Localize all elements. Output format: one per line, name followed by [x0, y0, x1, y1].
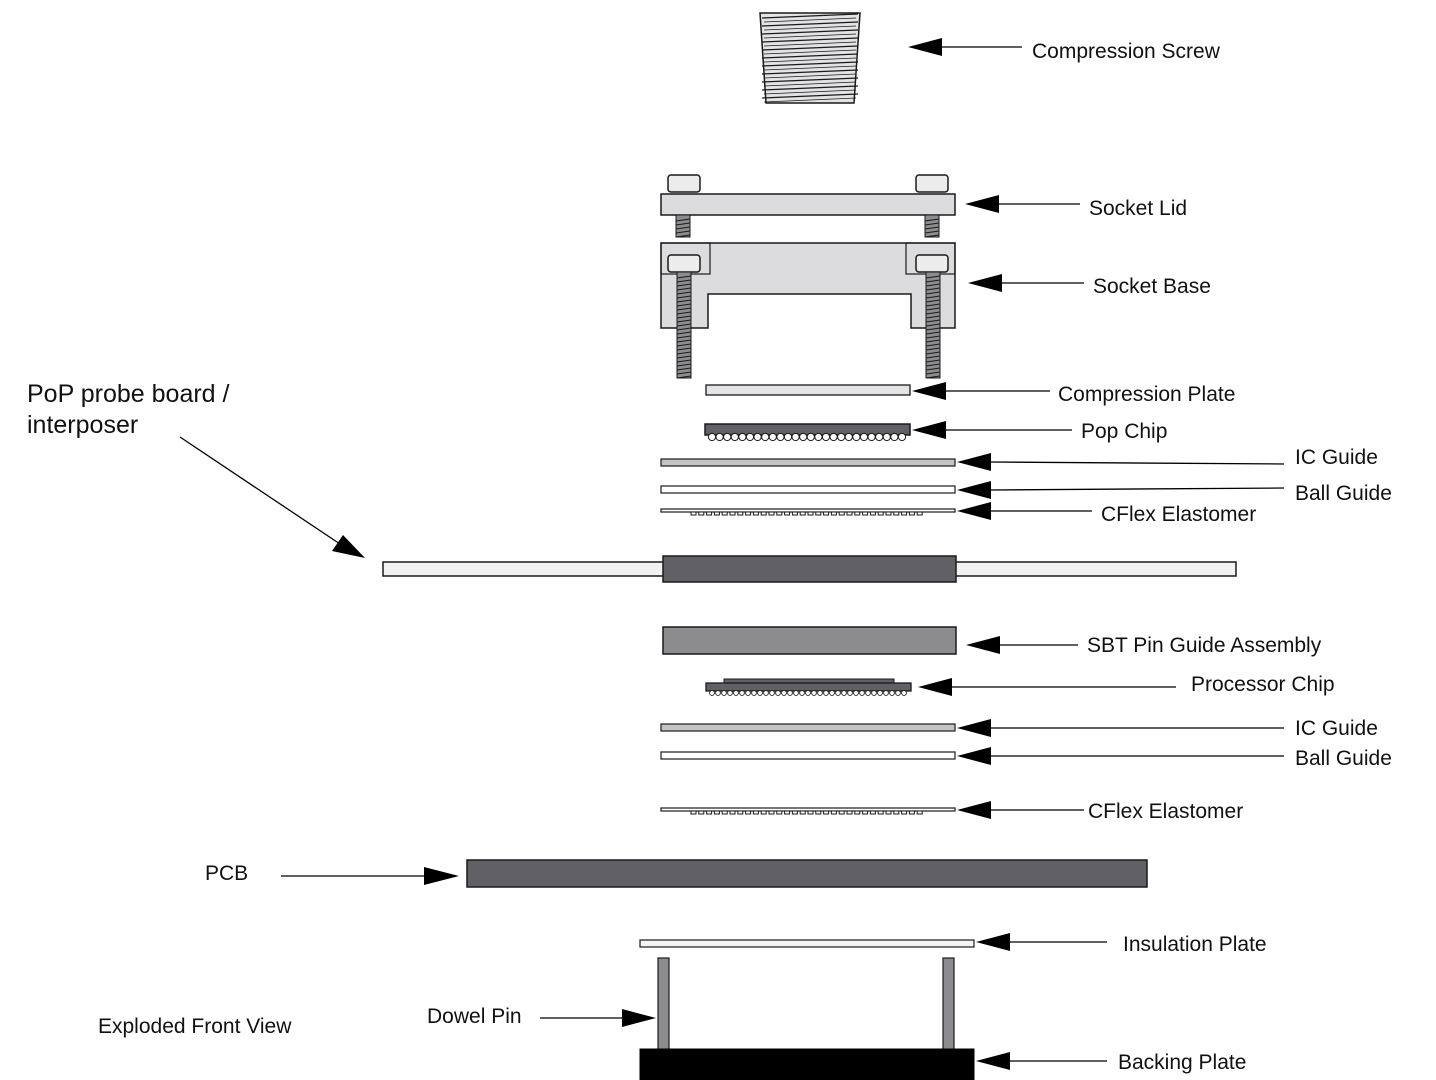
sbt-pin-guide-label: SBT Pin Guide Assembly — [1087, 634, 1322, 657]
processor-chip — [705, 678, 912, 696]
dowel-pins — [657, 957, 955, 1052]
socket-lid-label: Socket Lid — [1089, 197, 1187, 220]
pop-chip — [704, 423, 911, 442]
socket-base-label: Socket Base — [1093, 275, 1211, 298]
ball-guide-top — [660, 485, 956, 494]
ball-guide-top-label: Ball Guide — [1295, 482, 1392, 505]
ic-guide-bottom-label: IC Guide — [1295, 717, 1378, 740]
cflex-elastomer-top-label: CFlex Elastomer — [1101, 503, 1256, 526]
socket-lid — [660, 174, 956, 238]
cflex-elastomer-top-callout: CFlex Elastomer — [957, 502, 1256, 526]
cflex-elastomer-bottom-label: CFlex Elastomer — [1088, 800, 1243, 823]
compression-plate-label: Compression Plate — [1058, 383, 1235, 406]
compression-plate — [705, 384, 911, 396]
cflex-elastomer-bottom — [660, 807, 956, 815]
cflex-elastomer-bottom-callout: CFlex Elastomer — [957, 800, 1243, 823]
pcb-callout: PCB — [205, 862, 459, 885]
ic-guide-bottom — [660, 723, 956, 732]
pcb — [466, 859, 1148, 888]
socket-base-callout: Socket Base — [968, 274, 1211, 298]
ic-guide-top-label: IC Guide — [1295, 446, 1378, 469]
dowel-pin-label: Dowel Pin — [427, 1005, 522, 1028]
sbt-pin-guide-callout: SBT Pin Guide Assembly — [966, 634, 1322, 657]
pop-probe-board-callout: PoP probe board / interposer — [27, 380, 365, 558]
backing-plate-callout: Backing Plate — [976, 1051, 1246, 1074]
socket-base — [660, 242, 956, 379]
cflex-elastomer-top — [660, 508, 956, 516]
compression-screw-label: Compression Screw — [1032, 40, 1221, 63]
socket-lid-callout: Socket Lid — [965, 195, 1187, 220]
insulation-plate-label: Insulation Plate — [1123, 933, 1267, 956]
sbt-pin-guide-assembly — [662, 626, 957, 655]
ball-guide-bottom-label: Ball Guide — [1295, 747, 1392, 770]
pop-probe-board-label-line1: PoP probe board / — [27, 380, 230, 408]
compression-screw-callout: Compression Screw — [908, 38, 1221, 63]
pop-chip-callout: Pop Chip — [912, 420, 1167, 443]
insulation-plate-callout: Insulation Plate — [976, 933, 1267, 956]
processor-chip-label: Processor Chip — [1191, 673, 1335, 696]
ic-guide-top — [660, 458, 956, 467]
backing-plate — [639, 1048, 975, 1080]
compression-screw — [759, 12, 861, 104]
ball-guide-bottom — [660, 751, 956, 760]
ic-guide-top-callout: IC Guide — [957, 446, 1378, 471]
processor-chip-callout: Processor Chip — [918, 673, 1335, 696]
dowel-pin-callout: Dowel Pin — [427, 1005, 656, 1028]
pcb-label: PCB — [205, 862, 248, 885]
pop-chip-label: Pop Chip — [1081, 420, 1167, 443]
pop-probe-board — [382, 555, 1237, 583]
ball-guide-top-callout: Ball Guide — [957, 481, 1392, 505]
pop-probe-board-label-line2: interposer — [27, 411, 138, 439]
ball-guide-bottom-callout: Ball Guide — [957, 747, 1392, 770]
insulation-plate — [639, 939, 975, 948]
view-caption: Exploded Front View — [98, 1015, 292, 1038]
compression-plate-callout: Compression Plate — [912, 382, 1235, 406]
backing-plate-label: Backing Plate — [1118, 1051, 1246, 1074]
ic-guide-bottom-callout: IC Guide — [957, 717, 1378, 740]
